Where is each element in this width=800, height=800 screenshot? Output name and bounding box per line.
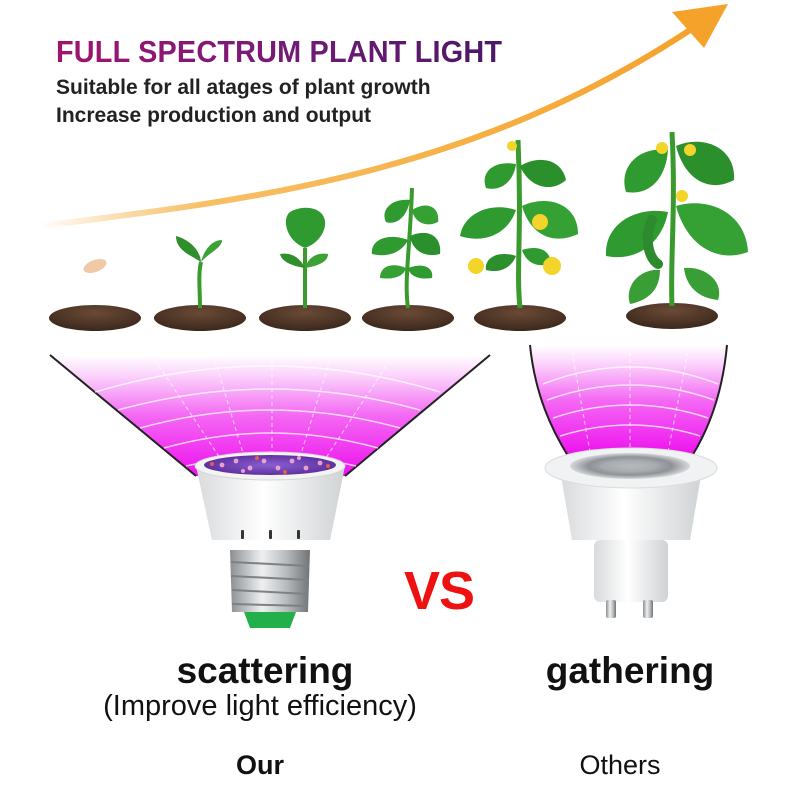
gathering-beam (529, 344, 728, 457)
ours-label: Our (235, 750, 284, 780)
fruiting-plant-icon (605, 131, 748, 307)
growth-arrow-icon (37, 4, 728, 229)
page-title: FULL SPECTRUM PLANT LIGHT (56, 34, 503, 69)
gu10-bulb-icon (544, 447, 718, 618)
seed-icon (83, 259, 107, 273)
sprout-icon (176, 236, 222, 309)
subtitle-line-1: Suitable for all atages of plant growth (56, 76, 431, 99)
vs-label: VS (404, 561, 475, 621)
ours-beam-type: scattering (176, 650, 354, 691)
ours-note: (Improve light efficiency) (103, 690, 417, 722)
others-label: Others (579, 750, 661, 780)
subtitle-line-2: Increase production and output (56, 104, 372, 127)
soil-mounds (49, 303, 718, 331)
young-plant-icon (371, 187, 441, 309)
others-beam-type: gathering (545, 650, 715, 691)
seedling-icon (280, 207, 328, 308)
scattering-beam (49, 354, 491, 477)
flowering-plant-icon (460, 139, 578, 309)
led-bulb-e27-icon (194, 451, 346, 628)
